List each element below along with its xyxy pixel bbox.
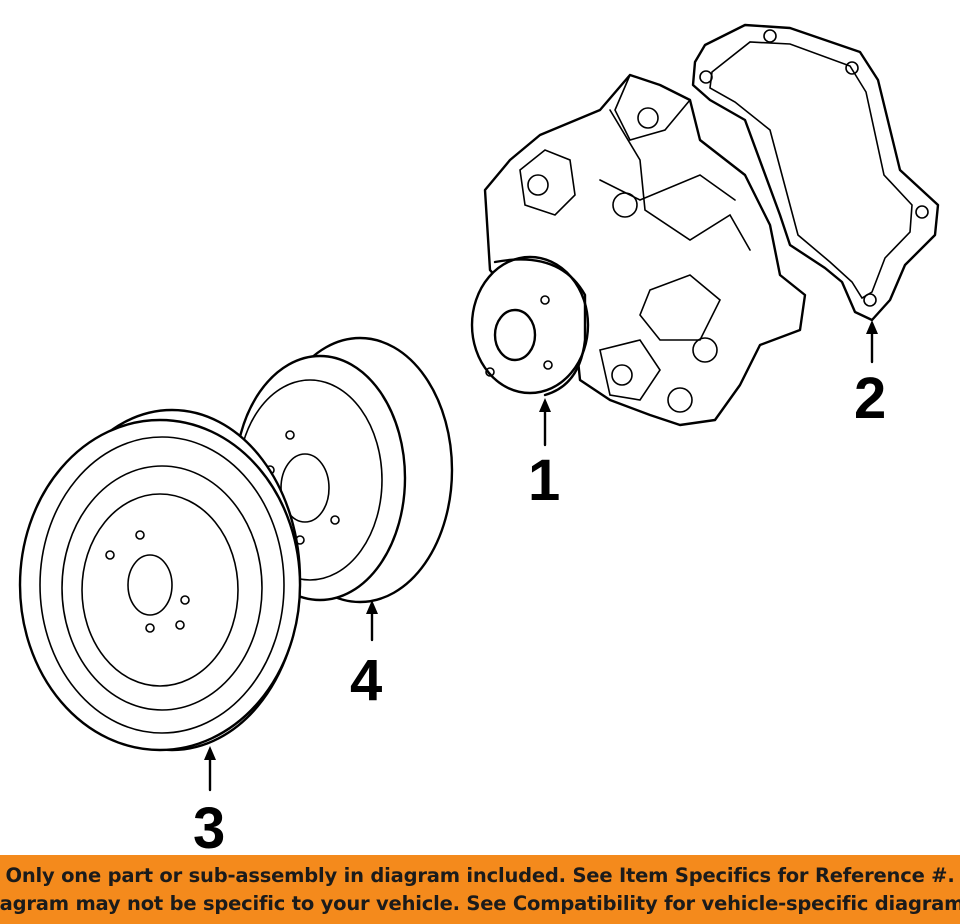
disclaimer-banner: Only one part or sub-assembly in diagram…: [0, 855, 960, 924]
callout-4-label: 4: [350, 648, 382, 713]
parts-diagram: 1 2 3 4: [18, 23, 940, 855]
gasket-part: [691, 23, 940, 322]
callout-2-label: 2: [854, 366, 886, 431]
disclaimer-line-1: Only one part or sub-assembly in diagram…: [5, 863, 955, 887]
water-pump-part: [470, 73, 807, 427]
disclaimer-line-2: Diagram may not be specific to your vehi…: [0, 891, 960, 915]
callout-1: 1: [528, 398, 560, 513]
pulley-hub-part: [233, 336, 454, 604]
callout-1-label: 1: [528, 448, 560, 513]
callout-3: 3: [193, 746, 225, 855]
callout-4: 4: [350, 600, 382, 713]
callout-3-label: 3: [193, 796, 225, 855]
pulley-part: [18, 408, 302, 752]
callout-2: 2: [854, 320, 886, 431]
